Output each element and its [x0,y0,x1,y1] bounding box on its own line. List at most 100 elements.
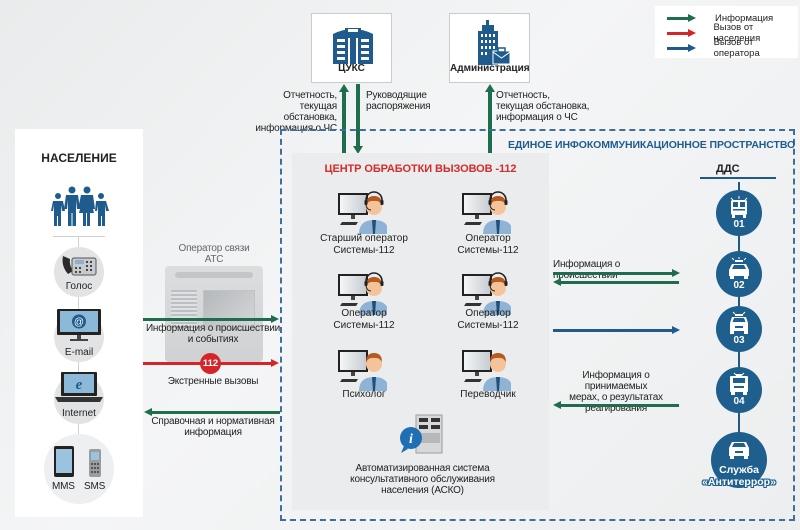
arrow-measures-info [561,404,679,407]
node-cuks-label: ЦУКС [338,63,365,74]
laptop-browser-icon: e [55,372,103,402]
ambulance-car-icon [730,311,748,334]
flow-label-cuks-report: Отчетность, текущая обстановка, информац… [255,90,337,134]
legend-item-call-population: Вызов от населения [667,22,798,44]
staff-member-label: Оператор Системы-112 [333,308,395,331]
staff-member-icon[interactable] [337,190,389,234]
arrow-head-right-icon [672,269,680,277]
mobile-devices-icon [54,446,101,477]
flow-label-measures-info: Информация о принимаемых мерах, о резуль… [569,370,663,414]
staff-member-icon[interactable] [461,347,513,391]
legend-item-information: Информация [667,12,773,24]
svg-text:@: @ [74,317,84,328]
dds-code: 04 [733,396,745,407]
dds-service-antiterror[interactable] [711,432,767,488]
flow-label-incident-info: Информация о происшествии [553,259,621,281]
unified-space-title: ЕДИНОЕ ИНФОКОММУНИКАЦИОННОЕ ПРОСТРАНСТВО [508,139,796,151]
office-building-briefcase-icon [478,20,510,65]
dds-antiterror-label: Служба «Антитеррор» [702,464,776,488]
staff-member-label: Оператор Системы-112 [457,308,519,331]
channel-email[interactable]: @ E-mail [54,309,104,362]
family-icon [51,186,109,226]
population-panel: НАСЕЛЕНИЕ Голос @ E-mail [15,129,143,517]
channel-voice[interactable]: Голос [54,247,104,297]
staff-member-label: Психолог [342,389,386,400]
government-building-icon [333,28,373,64]
channel-label-mms: MMS [52,481,75,492]
legend-item-call-operator: Вызов от оператора [667,37,798,59]
asko-label: Автоматизированная система консультативн… [350,463,495,496]
divider [53,236,105,237]
channel-label: Голос [65,281,93,292]
atc-label: Оператор связи АТС [178,243,250,265]
staff-member-icon[interactable] [461,271,513,315]
dds-service-fire[interactable]: 01 [716,190,762,236]
legend-label: Информация [715,12,774,24]
dds-service-ambulance[interactable]: 03 [716,306,762,352]
svg-text:i: i [409,432,413,447]
fire-truck-icon [730,196,748,218]
legend-label: Вызов от населения [713,22,761,44]
arrow-cuks-up [342,92,346,153]
flow-label-info-events: Информация о происшествии и событиях [145,323,281,345]
flow-label-emergency-calls: Экстренные вызовы [167,376,259,387]
arrow-info-events [143,318,272,321]
info-server-icon[interactable]: i [398,413,444,457]
dds-service-police[interactable]: 02 [716,251,762,297]
arrow-reference-info [152,411,280,414]
green-arrow-icon [667,13,697,23]
flow-label-cuks-orders: Руководящие распоряжения [366,90,431,112]
node-administration-label: Администрация [450,63,530,74]
blue-arrow-icon [667,43,696,53]
arrow-head-down-icon [353,146,363,154]
red-arrow-icon [667,28,696,38]
arrow-head-right-icon [271,359,279,367]
dds-code: 02 [733,280,745,291]
arrow-head-left-icon [144,408,152,416]
dds-title: ДДС [716,163,740,175]
legend: Информация Вызов от населения Вызов от о… [655,6,798,59]
arrow-operator-call [553,329,673,332]
flow-label-reference-info: Справочная и нормативная информация [151,416,275,438]
arrow-head-up-icon [485,84,495,92]
channel-mobile[interactable]: MMS SMS [44,434,114,504]
arrow-head-up-icon [339,84,349,92]
node-administration[interactable]: Администрация [449,13,530,83]
gas-service-truck-icon [730,372,748,395]
arrow-head-right-icon [271,315,279,323]
arrow-incident-info-in [561,281,679,284]
monitor-email-icon: @ [57,309,101,341]
node-cuks[interactable]: ЦУКС [311,13,392,83]
unified-space-boundary [280,129,795,521]
flow-label-admin-report: Отчетность, текущая обстановка, информац… [496,90,590,123]
call-center-title: ЦЕНТР ОБРАБОТКИ ВЫЗОВОВ -112 [324,163,517,175]
staff-member-icon[interactable] [337,347,389,391]
staff-member-label: Оператор Системы-112 [457,233,519,256]
svg-text:e: e [76,377,83,393]
dds-divider [700,177,776,179]
channel-label: E-mail [64,347,94,358]
channel-label: Internet [62,408,96,419]
arrow-incident-info-out [553,272,673,275]
legend-label: Вызов от оператора [713,37,760,59]
badge-112: 112 [200,353,221,374]
desk-phone-icon [62,256,97,276]
staff-member-label: Старший оператор Системы-112 [320,233,408,256]
dds-code: 01 [733,219,745,230]
dds-service-gas[interactable]: 04 [716,367,762,413]
arrow-head-left-icon [553,278,561,286]
arrow-head-left-icon [553,401,561,409]
population-title: НАСЕЛЕНИЕ [41,151,117,165]
staff-member-icon[interactable] [461,190,513,234]
dds-code: 03 [733,335,745,346]
staff-member-icon[interactable] [337,271,389,315]
channel-internet[interactable]: e Internet [54,372,104,424]
channel-label-sms: SMS [84,481,106,492]
arrow-admin-up [488,92,492,153]
atc-switch-icon [165,266,263,362]
staff-member-label: Переводчик [460,389,516,400]
police-car-icon [729,257,749,279]
car-icon [729,442,749,459]
arrow-cuks-down [356,84,360,146]
arrow-head-right-icon [672,326,680,334]
